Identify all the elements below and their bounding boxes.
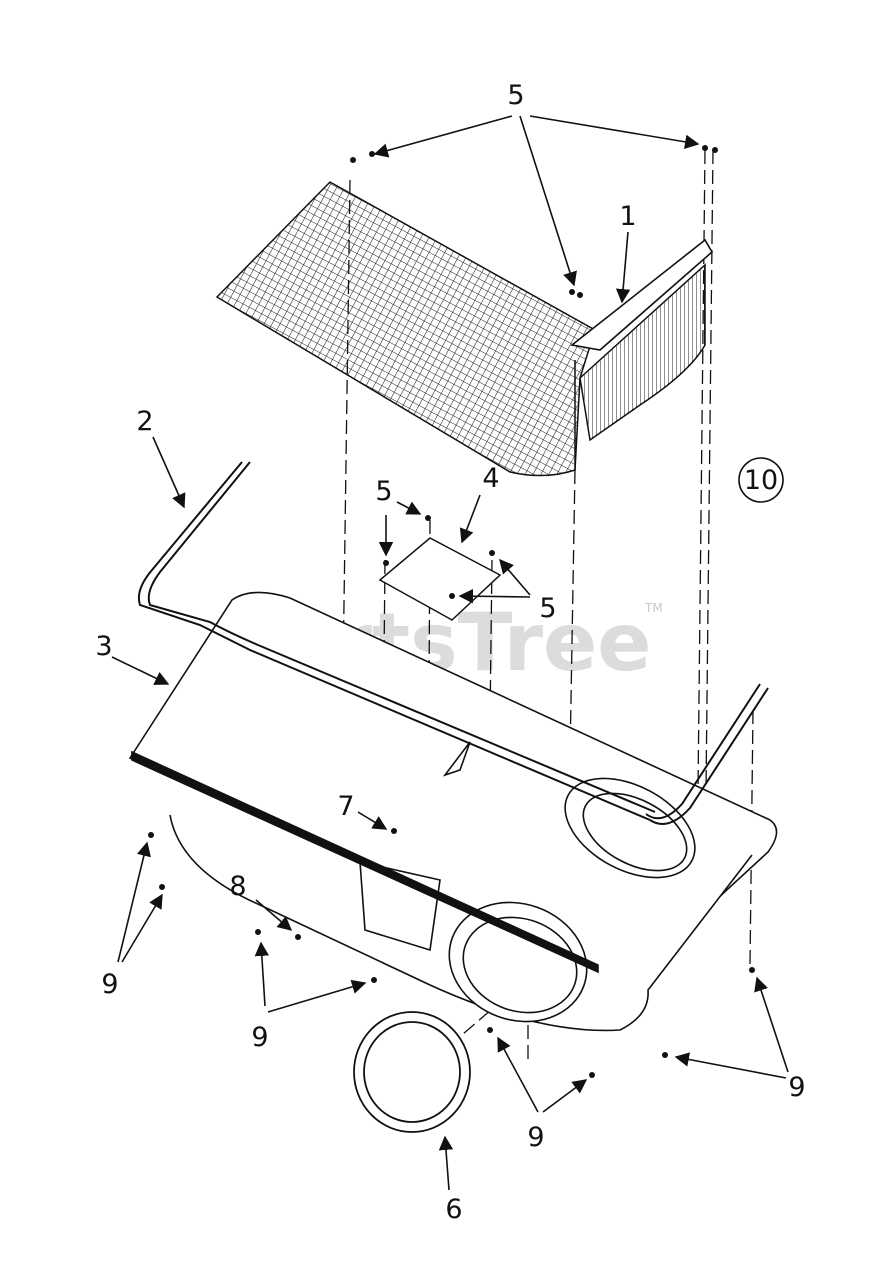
wheel-cover <box>353 1011 471 1133</box>
callout-5-right: 5 <box>539 593 556 624</box>
callout-8: 8 <box>229 871 246 902</box>
handle-frame <box>137 461 769 825</box>
callout-9-left: 9 <box>101 969 118 1000</box>
callout-9-right: 9 <box>788 1072 805 1103</box>
grass-bag-mesh <box>215 181 714 477</box>
callout-5-left: 5 <box>375 476 392 507</box>
callout-4: 4 <box>482 463 499 494</box>
leader-arrows <box>111 115 789 1191</box>
callout-2: 2 <box>136 406 153 437</box>
callout-9-mid: 9 <box>251 1022 268 1053</box>
callout-7: 7 <box>337 791 354 822</box>
callout-10: 10 <box>744 465 778 496</box>
catcher-body <box>128 591 778 1032</box>
callout-1: 1 <box>619 201 636 232</box>
callout-6: 6 <box>445 1194 462 1225</box>
callout-9-bottom: 9 <box>527 1122 544 1153</box>
callout-10-ring <box>738 457 784 503</box>
callout-5-top: 5 <box>507 80 524 111</box>
fasteners <box>148 145 755 1078</box>
callout-3: 3 <box>95 631 112 662</box>
watermark-trademark: TM <box>644 601 663 615</box>
